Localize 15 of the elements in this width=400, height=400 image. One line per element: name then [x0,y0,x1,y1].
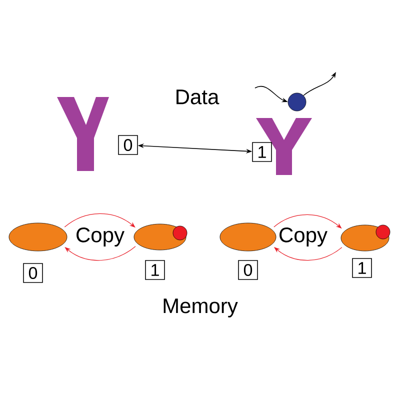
number-box: 1 [252,142,272,162]
memory-ellipse [340,224,390,252]
number-box: 1 [145,260,165,280]
memory-ellipse [134,224,186,250]
copy-label: Copy [76,228,124,247]
number-box: 0 [23,263,43,283]
data-label: Data [176,90,220,104]
number-box: 0 [238,260,258,280]
copy-label: Copy [280,228,328,247]
memory-label: Memory [164,298,238,318]
data-ball [288,92,306,112]
number-box: 1 [352,258,372,278]
memory-ellipse [8,222,68,252]
number-box: 0 [118,135,138,155]
memory-ellipse [220,222,276,252]
